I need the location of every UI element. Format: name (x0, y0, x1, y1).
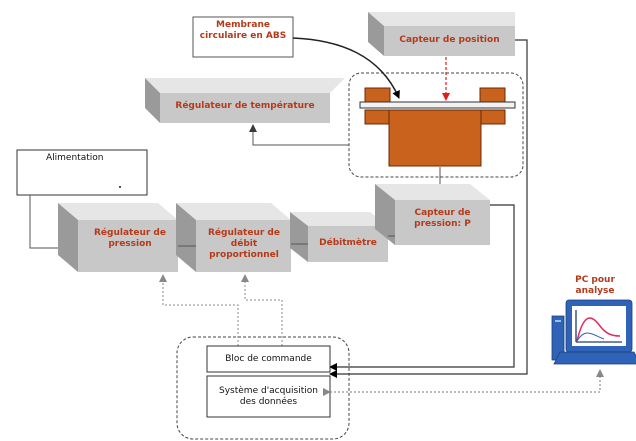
box-capteur-position (368, 12, 515, 56)
alim-to-pressure-reg-line (29, 195, 58, 249)
box-regulateur-debit (176, 203, 291, 272)
control-enclosure (176, 336, 350, 440)
membrane-to-cell-arrow (292, 37, 400, 99)
test-cell (359, 87, 516, 167)
box-alimentation (16, 149, 148, 196)
label-capteur-position: Capteur de position (399, 35, 500, 45)
label-regulateur-pression: Régulateur de pression (94, 228, 166, 249)
label-debitmetre: Débitmètre (319, 238, 377, 248)
label-capteur-pression: Capteur de pression: P (414, 208, 471, 229)
pressure-signal-line (329, 204, 515, 371)
label-regulateur-debit: Régulateur de débit proportionnel (208, 228, 280, 260)
box-debitmetre (290, 212, 388, 262)
label-alimentation: Alimentation (46, 153, 104, 163)
control-to-pressure-reg-line (159, 274, 239, 346)
control-to-flow-reg-line (241, 274, 283, 346)
acquisition-to-pc-line (323, 369, 604, 396)
label-bloc-commande: Bloc de commande (225, 354, 312, 364)
label-pc-analyse: PC pour analyse (575, 275, 615, 296)
box-regulateur-pression (58, 203, 178, 272)
label-systeme-acquisition: Système d'acquisition des données (219, 386, 318, 407)
pc-icon (551, 299, 636, 365)
box-membrane (192, 16, 294, 58)
systeme-acquisition-box (206, 375, 331, 418)
box-regulateur-temperature (145, 78, 345, 123)
cell-to-temp-reg-line (249, 124, 349, 146)
cell-enclosure (348, 72, 524, 178)
bloc-commande-box (206, 345, 331, 373)
label-membrane: Membrane circulaire en ABS (199, 20, 287, 41)
label-regulateur-temperature: Régulateur de température (175, 101, 315, 111)
box-capteur-pression (375, 184, 490, 245)
